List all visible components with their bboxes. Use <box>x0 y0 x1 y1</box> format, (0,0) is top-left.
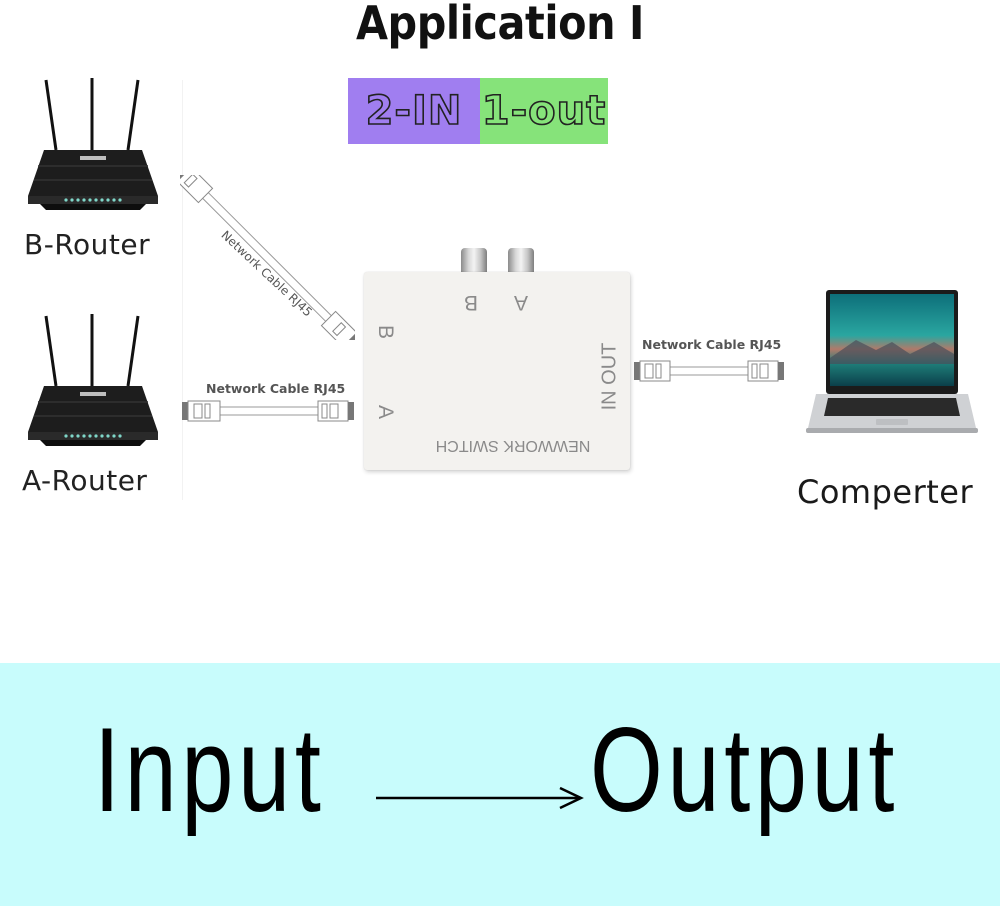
switch-port-label-b: B <box>374 324 398 340</box>
banner-input-text: Input <box>94 703 326 837</box>
cable-a-label: Network Cable RJ45 <box>206 381 346 396</box>
cable-a-icon <box>182 400 354 422</box>
cable-out-label: Network Cable RJ45 <box>642 337 782 352</box>
io-badge: 2-IN 1-out <box>348 78 608 144</box>
router-b-icon <box>28 78 158 210</box>
cable-b-icon <box>180 175 355 340</box>
router-a-icon <box>28 314 158 446</box>
switch-port-label-a: A <box>374 404 398 420</box>
computer-label: Comperter <box>797 473 974 511</box>
badge-input-count: 2-IN <box>348 78 480 144</box>
panel-divider <box>182 80 183 500</box>
banner-output-text: Output <box>590 703 900 837</box>
io-banner <box>0 663 1000 906</box>
cable-out-icon <box>634 360 784 382</box>
network-switch <box>364 272 630 470</box>
switch-top-label-b: B <box>464 291 479 314</box>
diagram-title: Application I <box>355 0 645 50</box>
switch-name-label: NEWWORK SWITCH <box>435 437 591 454</box>
arrow-right-icon <box>376 786 584 810</box>
router-a-label: A-Router <box>22 464 148 497</box>
badge-output-count: 1-out <box>480 78 608 144</box>
laptop-icon <box>806 290 978 433</box>
switch-top-label-a: A <box>514 291 529 314</box>
switch-button-a[interactable] <box>508 248 534 276</box>
switch-button-b[interactable] <box>461 248 487 276</box>
switch-out-label: IN OUT <box>598 342 621 411</box>
router-b-label: B-Router <box>24 228 151 261</box>
